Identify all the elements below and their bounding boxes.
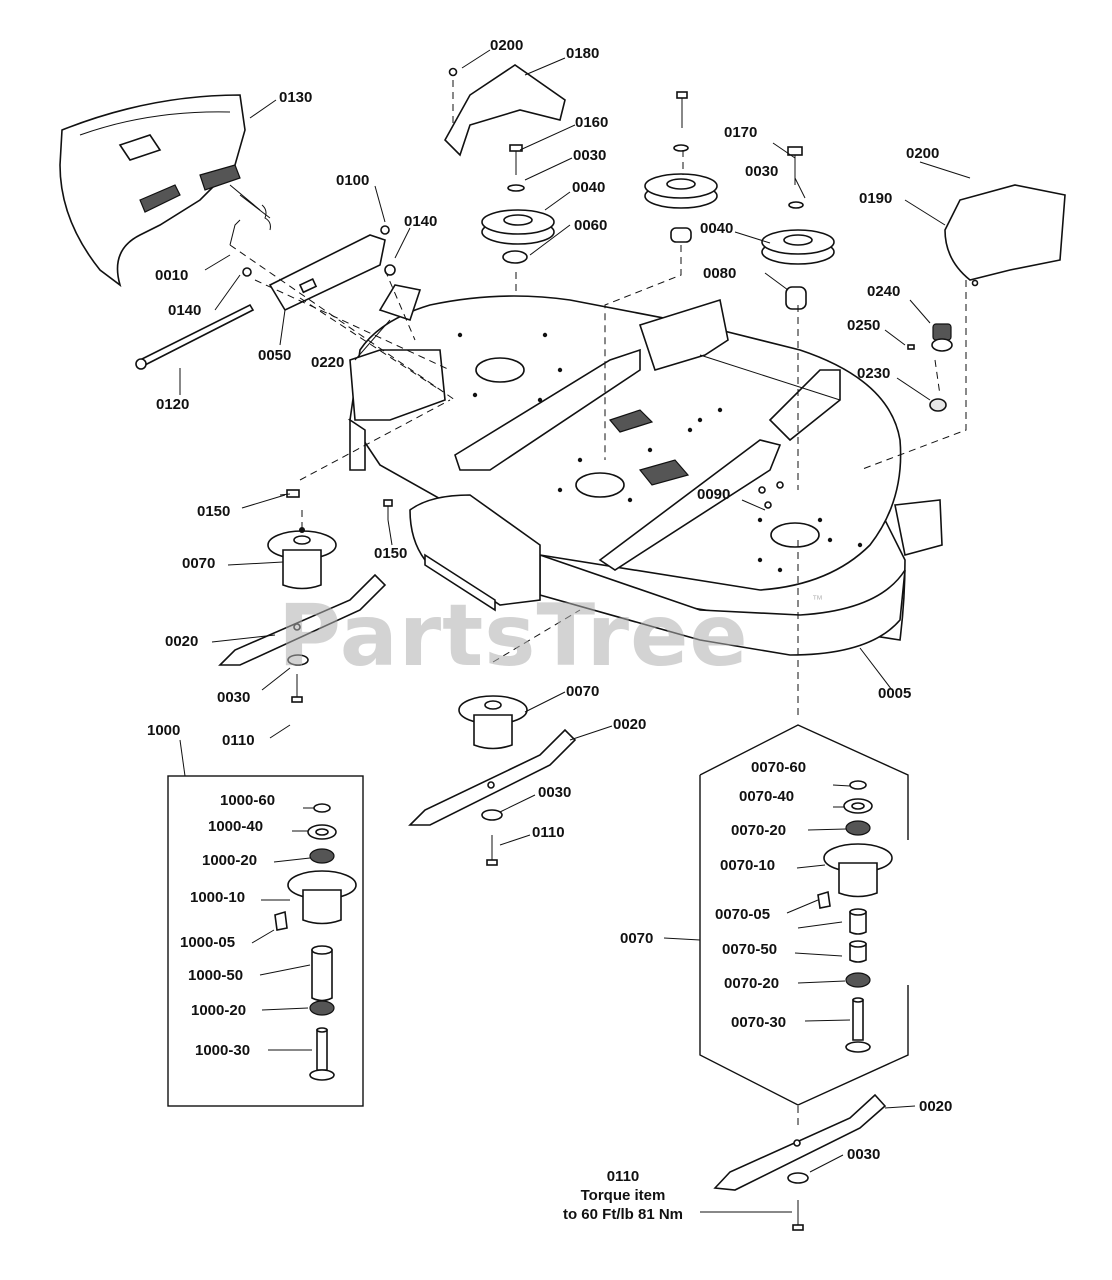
torque-note-part: 0110 (606, 1168, 640, 1185)
callout-0070-10: 0070-10 (720, 857, 776, 874)
callout-0070-60: 0070-60 (751, 759, 807, 776)
callout-0110: 0110 (532, 824, 565, 841)
callout-0220: 0220 (311, 354, 345, 371)
hinge-rod-drawing (135, 303, 255, 370)
callout-0200: 0200 (906, 145, 940, 162)
callout-0070-20: 0070-20 (731, 822, 787, 839)
callout-0005: 0005 (878, 685, 912, 702)
callout-0070: 0070 (620, 930, 654, 947)
callout-0180: 0180 (566, 45, 600, 62)
callout-1000-50: 1000-50 (188, 967, 244, 984)
callout-0250: 0250 (847, 317, 881, 334)
torque-note-title: Torque item (580, 1187, 666, 1204)
bracket-0220-drawing (378, 284, 422, 322)
chute-bracket-drawing (229, 219, 396, 312)
discharge-chute-drawing (59, 94, 271, 288)
callout-0070-40: 0070-40 (739, 788, 795, 805)
callout-0150: 0150 (374, 545, 408, 562)
blade-0020-center (408, 728, 577, 826)
callout-0140: 0140 (404, 213, 438, 230)
pulley-0040-center (644, 144, 718, 243)
callout-0040: 0040 (572, 179, 606, 196)
callout-0230: 0230 (857, 365, 891, 382)
callout-0070: 0070 (566, 683, 600, 700)
callout-leader-lines (179, 49, 971, 1213)
callout-0070-30: 0070-30 (731, 1014, 787, 1031)
callout-0020: 0020 (165, 633, 199, 650)
belt-cover-right-drawing (944, 184, 1066, 287)
fitting-0240-0230 (758, 323, 953, 509)
bolts (279, 91, 915, 1231)
callout-0040: 0040 (700, 220, 734, 237)
callout-0190: 0190 (859, 190, 893, 207)
belt-cover-left-drawing (444, 64, 566, 157)
callout-0070: 0070 (182, 555, 216, 572)
callout-0100: 0100 (336, 172, 370, 189)
callout-0120: 0120 (156, 396, 190, 413)
blade-0020-left (218, 573, 387, 666)
callout-0240: 0240 (867, 283, 901, 300)
callout-0130: 0130 (279, 89, 313, 106)
callout-0010: 0010 (155, 267, 189, 284)
callout-1000-20: 1000-20 (202, 852, 258, 869)
torque-note-value: to 60 Ft/lb 81 Nm (562, 1206, 684, 1223)
torque-note: 0110 Torque item to 60 Ft/lb 81 Nm (548, 1167, 698, 1224)
spindle-0070-center (458, 695, 528, 750)
callout-0200: 0200 (490, 37, 524, 54)
pulley-0040-right (761, 201, 835, 310)
assembly-0070-frame (699, 724, 909, 1106)
callout-0170: 0170 (724, 124, 758, 141)
callout-0070-20: 0070-20 (724, 975, 780, 992)
assembly-1000-parts (274, 803, 357, 1081)
callout-1000-60: 1000-60 (220, 792, 276, 809)
callout-0150: 0150 (197, 503, 231, 520)
callout-1000-40: 1000-40 (208, 818, 264, 835)
callout-0110: 0110 (222, 732, 255, 749)
callout-0070-05: 0070-05 (715, 906, 771, 923)
callout-0060: 0060 (574, 217, 608, 234)
callout-0080: 0080 (703, 265, 737, 282)
callout-0030: 0030 (217, 689, 251, 706)
callout-0070-50: 0070-50 (722, 941, 778, 958)
mower-deck-shell (347, 295, 943, 656)
callout-0030: 0030 (745, 163, 779, 180)
callout-1000: 1000 (147, 722, 181, 739)
callout-0030: 0030 (538, 784, 572, 801)
callout-0140: 0140 (168, 302, 202, 319)
callout-1000-10: 1000-10 (190, 889, 246, 906)
callout-0160: 0160 (575, 114, 609, 131)
assembly-0070-parts (817, 780, 893, 1053)
assembly-1000-frame (167, 775, 364, 1107)
callout-0050: 0050 (258, 347, 292, 364)
pulley-0040-left (481, 184, 555, 264)
spindle-0070-left (267, 527, 337, 590)
callout-0020: 0020 (613, 716, 647, 733)
callout-1000-30: 1000-30 (195, 1042, 251, 1059)
watermark-trademark: ™ (812, 594, 823, 606)
callout-0030: 0030 (847, 1146, 881, 1163)
watermark-text: PartsTree (278, 586, 749, 686)
assembly-guide-lines (229, 80, 967, 1130)
callout-1000-20: 1000-20 (191, 1002, 247, 1019)
blade-0020-right (713, 1093, 887, 1191)
callout-1000-05: 1000-05 (180, 934, 236, 951)
callout-0020: 0020 (919, 1098, 953, 1115)
callout-0030: 0030 (573, 147, 607, 164)
callout-0090: 0090 (697, 486, 731, 503)
